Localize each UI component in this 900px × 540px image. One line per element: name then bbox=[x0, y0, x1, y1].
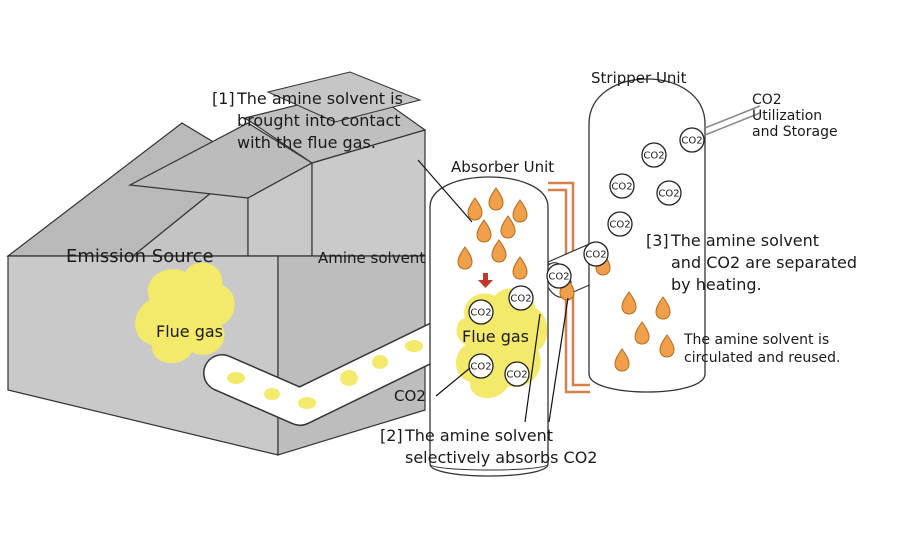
step3-line2: and CO2 are separated bbox=[671, 253, 857, 272]
co2-bubble-icon: CO2 bbox=[468, 299, 494, 325]
stripper-unit-label: Stripper Unit bbox=[591, 69, 687, 87]
flue-gas-absorber-label: Flue gas bbox=[462, 327, 529, 346]
utilization-label-line3: and Storage bbox=[752, 124, 838, 140]
emission-source-label: Emission Source bbox=[66, 246, 214, 267]
utilization-label-line1: CO2 bbox=[752, 92, 782, 108]
flue-gas-pipe bbox=[203, 316, 467, 426]
co2-bubble-icon: CO2 bbox=[607, 211, 633, 237]
down-arrow-icon bbox=[478, 273, 493, 288]
svg-text:CO2: CO2 bbox=[611, 182, 632, 193]
co2-arrow-label: CO2 bbox=[394, 387, 426, 405]
step3-marker: [3] bbox=[646, 231, 669, 250]
co2-bubbles: CO2 CO2 CO2 CO2 CO2 CO2 CO2 CO2 CO2 CO2 … bbox=[468, 127, 705, 387]
svg-text:CO2: CO2 bbox=[609, 220, 630, 231]
svg-text:CO2: CO2 bbox=[510, 294, 531, 305]
co2-bubble-icon: CO2 bbox=[508, 285, 534, 311]
recycle-line1: The amine solvent is bbox=[683, 332, 829, 348]
co2-bubble-icon: CO2 bbox=[641, 142, 667, 168]
svg-text:CO2: CO2 bbox=[585, 250, 606, 261]
flue-gas-cloud-left bbox=[135, 262, 235, 364]
co2-bubble-icon: CO2 bbox=[679, 127, 705, 153]
step2-marker: [2] bbox=[380, 426, 403, 445]
co2-bubble-icon: CO2 bbox=[546, 263, 572, 289]
step1-line1: The amine solvent is bbox=[236, 89, 403, 108]
step2-line1: The amine solvent bbox=[404, 426, 553, 445]
co2-outlet-pipe bbox=[704, 105, 761, 136]
co2-bubble-icon: CO2 bbox=[656, 180, 682, 206]
svg-text:CO2: CO2 bbox=[470, 308, 491, 319]
step1-line2: brought into contact bbox=[237, 111, 401, 130]
svg-text:CO2: CO2 bbox=[681, 136, 702, 147]
utilization-label-line2: Utilization bbox=[752, 108, 822, 124]
co2-bubble-icon: CO2 bbox=[609, 173, 635, 199]
stripper-unit bbox=[588, 78, 706, 393]
svg-text:CO2: CO2 bbox=[643, 151, 664, 162]
step3-line3: by heating. bbox=[671, 275, 762, 294]
absorber-unit-label: Absorber Unit bbox=[451, 158, 554, 176]
amine-solvent-label: Amine solvent bbox=[318, 249, 425, 267]
svg-text:CO2: CO2 bbox=[658, 189, 679, 200]
flue-gas-label: Flue gas bbox=[156, 322, 223, 341]
co2-bubble-icon: CO2 bbox=[583, 241, 609, 267]
step1-marker: [1] bbox=[212, 89, 235, 108]
step2-line2: selectively absorbs CO2 bbox=[405, 448, 597, 467]
svg-text:CO2: CO2 bbox=[506, 370, 527, 381]
step1-line3: with the flue gas. bbox=[237, 133, 376, 152]
co2-bubble-icon: CO2 bbox=[468, 353, 494, 379]
svg-text:CO2: CO2 bbox=[548, 272, 569, 283]
text-labels: Emission Source Flue gas Flue gas Absorb… bbox=[66, 69, 857, 467]
step3-line1: The amine solvent bbox=[670, 231, 819, 250]
recycle-line2: circulated and reused. bbox=[684, 350, 840, 366]
leader-lines bbox=[417, 159, 569, 423]
co2-bubble-icon: CO2 bbox=[504, 361, 530, 387]
svg-text:CO2: CO2 bbox=[470, 362, 491, 373]
